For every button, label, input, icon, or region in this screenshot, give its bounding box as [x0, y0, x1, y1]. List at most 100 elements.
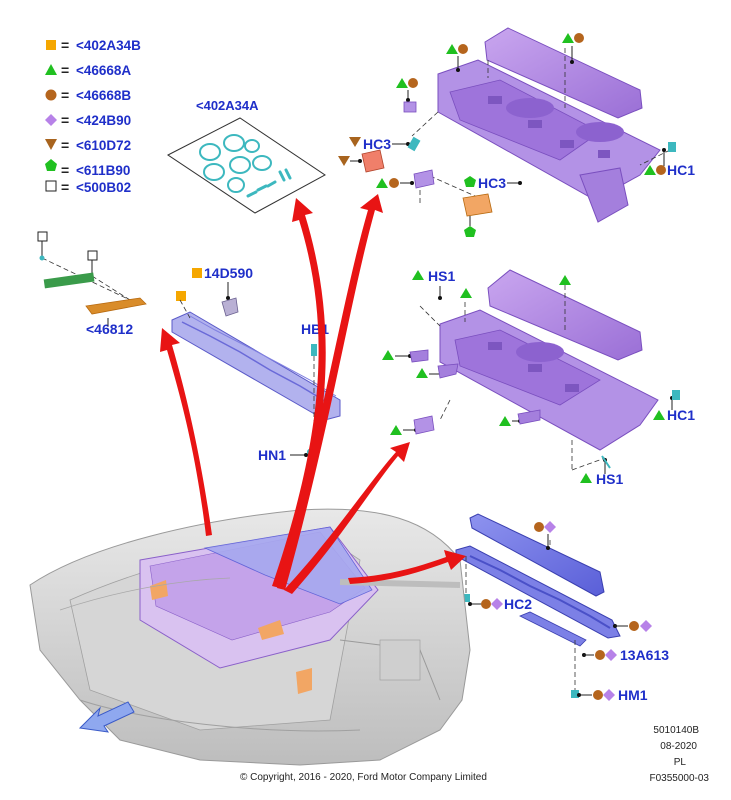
- circle-icon: [656, 165, 666, 175]
- footer: © Copyright, 2016 - 2020, Ford Motor Com…: [240, 725, 709, 784]
- callout-hm1: HM1: [618, 687, 648, 703]
- speaker-grille: [85, 297, 147, 315]
- seal-kit: <402A34A: [167, 98, 326, 214]
- legend-code: <46668A: [76, 63, 131, 78]
- square-icon: [192, 268, 202, 278]
- legend-code: <610D72: [76, 138, 131, 153]
- diagram-code: 5010140B: [653, 725, 699, 736]
- triangle-icon: [416, 368, 428, 378]
- square-icon: [176, 291, 186, 301]
- middle-package-tray-assembly: [419, 269, 659, 471]
- legend-code: <500B02: [76, 180, 131, 195]
- left-wiring-assembly: <46812: [37, 231, 147, 337]
- legend: = <402A34B = <46668A = <46668B = <424B90…: [45, 37, 141, 195]
- legend-row-1: = <402A34B: [46, 37, 141, 53]
- triangle-icon: [653, 410, 665, 420]
- pentagon-icon: [464, 176, 476, 187]
- callout-bracket: 14D590: [204, 265, 253, 281]
- circle-icon: [458, 44, 468, 54]
- middle-tray-callouts: HS1 HC1 HS1: [382, 268, 695, 487]
- legend-code: <611B90: [76, 163, 130, 178]
- figure-number: F0355000-03: [650, 773, 710, 784]
- triangle-down-icon: [45, 139, 57, 150]
- legend-equals: =: [61, 62, 69, 78]
- triangle-icon: [499, 416, 511, 426]
- bracket-group: 14D590: [176, 265, 253, 317]
- legend-row-7: = <500B02: [45, 179, 131, 195]
- legend-equals: =: [61, 137, 69, 153]
- callout-hn1: HN1: [258, 447, 286, 463]
- open-square-icon: [87, 250, 98, 261]
- pentagon-icon: [464, 226, 476, 237]
- diamond-icon: [605, 649, 617, 661]
- open-square-icon: [37, 231, 48, 242]
- triangle-down-icon: [338, 156, 350, 166]
- callout-hs1-upper: HS1: [428, 268, 455, 284]
- circle-icon: [629, 621, 639, 631]
- circle-icon: [408, 78, 418, 88]
- diagram-date: 08-2020: [660, 741, 697, 752]
- triangle-icon: [580, 473, 592, 483]
- parcel-shelf-support: [171, 299, 341, 421]
- legend-row-2: = <46668A: [45, 62, 131, 78]
- legend-equals: =: [61, 112, 69, 128]
- diamond-icon: [544, 521, 556, 533]
- callout-hc1-lower: HC1: [667, 407, 695, 423]
- triangle-icon: [396, 78, 408, 88]
- diamond-icon: [640, 620, 652, 632]
- legend-equals: =: [61, 37, 69, 53]
- legend-code: <402A34B: [76, 38, 141, 53]
- legend-equals: =: [61, 87, 69, 103]
- callout-hc3-upper: HC3: [363, 136, 391, 152]
- callout-seal-kit: <402A34A: [196, 98, 259, 113]
- front-direction-arrow: [78, 701, 135, 733]
- callout-hc1-upper: HC1: [667, 162, 695, 178]
- diamond-icon: [45, 114, 57, 126]
- triangle-icon: [45, 64, 57, 75]
- callout-hc3-lower: HC3: [478, 175, 506, 191]
- locator-arrows: [160, 194, 466, 594]
- callout-hc2: HC2: [504, 596, 532, 612]
- legend-row-4: = <424B90: [45, 112, 131, 128]
- callout-hs1-lower: HS1: [596, 471, 623, 487]
- pentagon-icon: [45, 159, 57, 171]
- legend-code: <424B90: [76, 113, 131, 128]
- circle-icon: [593, 690, 603, 700]
- diamond-icon: [603, 689, 615, 701]
- triangle-icon: [412, 270, 424, 280]
- triangle-icon: [460, 288, 472, 298]
- callout-13a613: 13A613: [620, 647, 669, 663]
- legend-row-5: = <610D72: [45, 137, 131, 153]
- vehicle-rear-body: [29, 508, 471, 766]
- lower-shelf-trim-assembly: [455, 513, 621, 692]
- legend-equals: =: [61, 179, 69, 195]
- legend-equals: =: [61, 162, 69, 178]
- upper-tray-callouts: HC3 HC3 HC1: [338, 33, 695, 237]
- kit-plate: [167, 117, 326, 214]
- triangle-icon: [390, 425, 402, 435]
- legend-row-6: = <611B90: [45, 159, 130, 178]
- copyright-text: © Copyright, 2016 - 2020, Ford Motor Com…: [240, 772, 487, 783]
- circle-icon: [389, 178, 399, 188]
- circle-icon: [534, 522, 544, 532]
- triangle-icon: [559, 275, 571, 285]
- open-square-icon: [45, 180, 57, 192]
- triangle-icon: [562, 33, 574, 43]
- circle-icon: [481, 599, 491, 609]
- legend-code: <46668B: [76, 88, 131, 103]
- triangle-icon: [382, 350, 394, 360]
- triangle-icon: [644, 165, 656, 175]
- circle-icon: [574, 33, 584, 43]
- legend-row-3: = <46668B: [45, 87, 131, 103]
- lower-tray-callouts: HC2 13A613 HM1: [462, 521, 669, 703]
- diamond-icon: [491, 598, 503, 610]
- callout-grille: <46812: [86, 321, 133, 337]
- circle-icon: [45, 89, 57, 101]
- diagram-region: PL: [674, 757, 687, 768]
- square-icon: [46, 40, 56, 50]
- circle-icon: [595, 650, 605, 660]
- triangle-down-icon: [349, 137, 361, 147]
- triangle-icon: [376, 178, 388, 188]
- triangle-icon: [446, 44, 458, 54]
